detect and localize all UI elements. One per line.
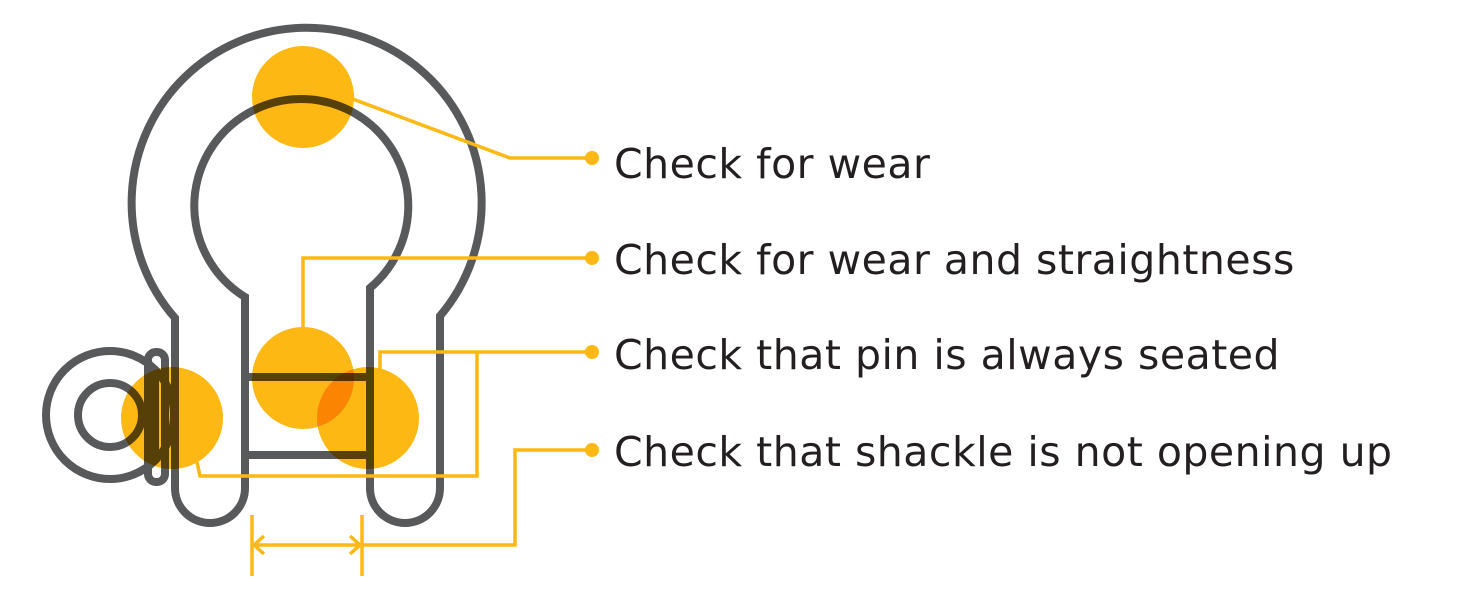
dot-wear	[585, 151, 599, 165]
dot-straightness	[585, 251, 599, 265]
spot-pin-seat-right	[317, 367, 419, 469]
label-check-straightness: Check for wear and straightness	[614, 236, 1295, 284]
leader-lines	[195, 96, 592, 576]
spot-pin-seat-left	[121, 367, 223, 469]
arrowhead-left	[251, 534, 266, 556]
leader-straightness	[301, 256, 592, 328]
shackle-bow	[127, 23, 486, 527]
dot-pin-seated	[585, 345, 599, 359]
spot-bow-top	[252, 46, 354, 148]
leader-dots	[585, 151, 599, 457]
dot-opening	[585, 443, 599, 457]
label-check-wear: Check for wear	[614, 140, 931, 188]
label-check-pin-seated: Check that pin is always seated	[614, 331, 1281, 379]
arrowhead-right	[348, 534, 363, 556]
inspection-spots	[121, 46, 419, 469]
leader-wear	[349, 96, 592, 160]
leader-opening	[362, 448, 592, 547]
leader-pin-seated	[378, 350, 592, 380]
leader-pin-seated-left	[195, 352, 479, 478]
label-check-opening: Check that shackle is not opening up	[614, 428, 1393, 476]
